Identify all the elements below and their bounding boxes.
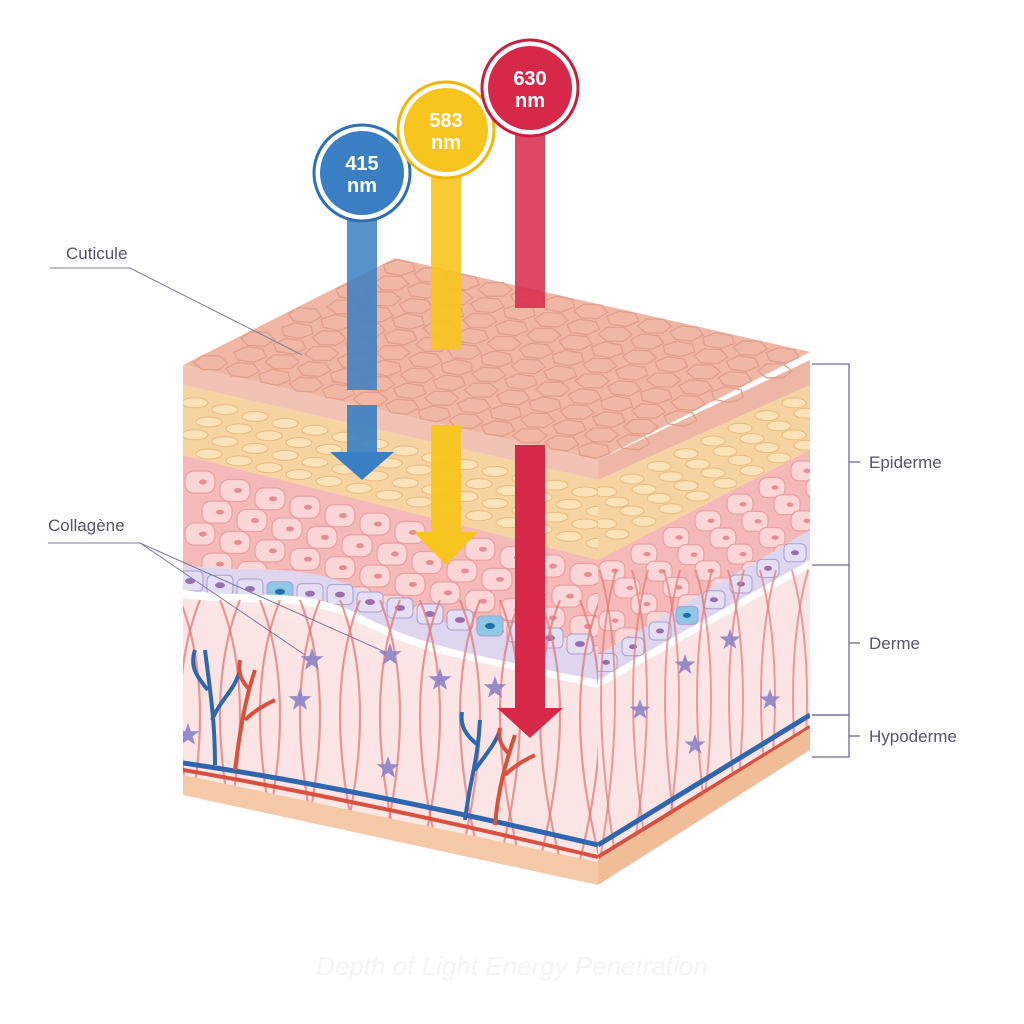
label-hypoderme: Hypoderme: [869, 727, 957, 746]
badge-415-value: 415: [345, 153, 378, 175]
layer-brackets: [812, 363, 860, 758]
badge-630-value: 630: [513, 68, 546, 90]
blood-vessels: [183, 649, 598, 859]
label-collagene: Collagène: [48, 516, 125, 535]
label-derme: Derme: [869, 634, 920, 653]
arrow-415nm: [330, 210, 394, 480]
badge-583nm: 583 nm: [396, 80, 496, 180]
badge-630nm: 630 nm: [480, 38, 580, 138]
arrow-630nm: [497, 125, 563, 738]
caption: Depth of Light Energy Penetration: [316, 951, 708, 981]
light-arrows: [330, 125, 563, 738]
label-cuticule-group: Cuticule: [50, 244, 303, 356]
fibroblasts: [183, 643, 507, 778]
badge-583-unit: nm: [431, 132, 461, 154]
badge-415nm: 415 nm: [312, 123, 412, 223]
arrow-583nm: [414, 175, 478, 565]
badge-415-unit: nm: [347, 175, 377, 197]
badge-583-value: 583: [429, 110, 462, 132]
label-epiderme: Epiderme: [869, 453, 942, 472]
label-cuticule: Cuticule: [66, 244, 127, 263]
badge-630-unit: nm: [515, 90, 545, 112]
label-collagene-group: Collagène: [48, 516, 386, 656]
